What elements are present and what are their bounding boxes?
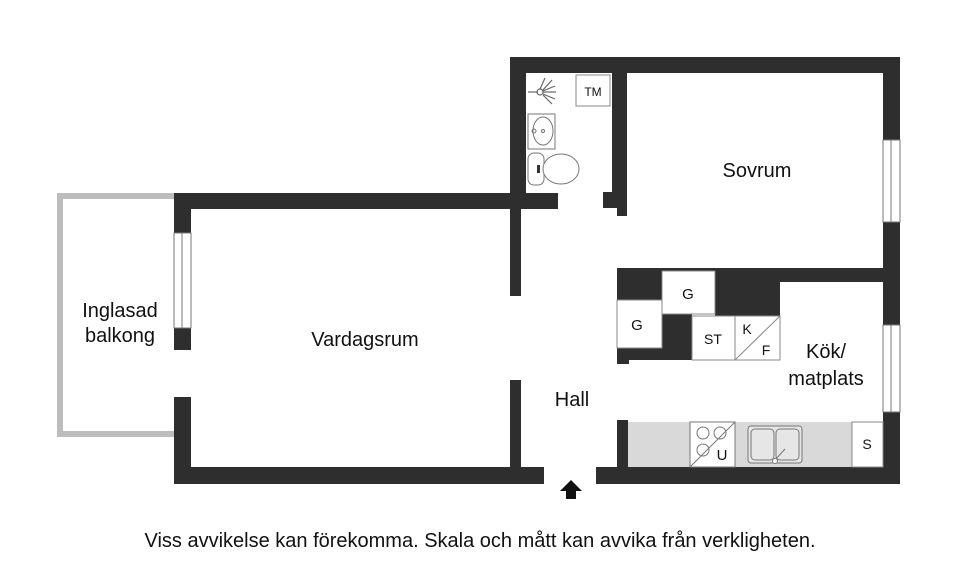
sink-icon	[747, 425, 803, 464]
room-sovrum: Sovrum	[723, 160, 792, 182]
toilet-icon	[527, 152, 580, 186]
s-label: S	[862, 436, 871, 452]
kitchen-cabinets	[616, 270, 781, 361]
s-box	[851, 421, 884, 468]
windows	[173, 139, 901, 413]
tm-box	[575, 74, 611, 107]
room-kok-line2: matplats	[788, 368, 864, 390]
balcony-outline	[57, 193, 176, 437]
room-balkong-line1: Inglasad	[82, 300, 158, 322]
disclaimer-caption: Viss avvikelse kan förekomma. Skala och …	[144, 530, 816, 552]
walls	[174, 57, 900, 484]
u-label: U	[717, 447, 728, 464]
k-label: K	[742, 321, 752, 337]
g-label-2: G	[631, 317, 643, 334]
room-vardagsrum: Vardagsrum	[311, 329, 418, 351]
entrance-arrow-icon	[560, 480, 582, 499]
shower-icon	[528, 77, 556, 105]
washbasin-icon	[527, 113, 556, 150]
room-kok-line1: Kök/	[806, 341, 846, 363]
g-label-1: G	[682, 286, 694, 303]
room-balkong-line2: balkong	[85, 325, 155, 347]
tm-label: TM	[584, 85, 601, 99]
stove-icon	[689, 421, 736, 468]
st-label: ST	[704, 331, 722, 347]
f-label: F	[762, 342, 771, 358]
room-hall: Hall	[555, 389, 589, 411]
